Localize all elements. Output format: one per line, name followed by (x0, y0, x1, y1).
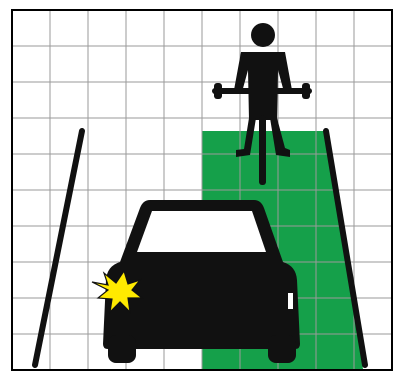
lane-line-left (35, 131, 82, 365)
car-tail-light (288, 293, 293, 309)
car-rear-window (137, 211, 266, 252)
